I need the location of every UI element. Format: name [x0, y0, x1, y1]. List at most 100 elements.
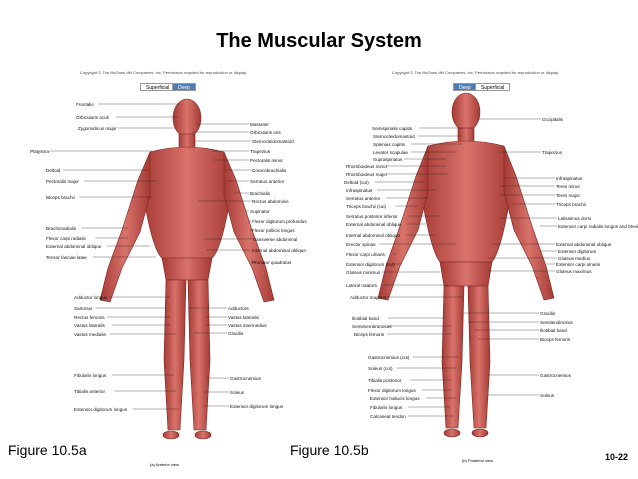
muscle-label: Coracobrachialis: [252, 167, 287, 173]
muscle-label: Trapezius: [250, 148, 270, 154]
muscle-label: Orbicularis oculi: [76, 114, 109, 120]
muscle-label: Internal abdominal oblique: [346, 232, 400, 238]
muscle-label: Tibialis anterior: [74, 388, 105, 394]
muscle-label: Latissimus dorsi: [558, 215, 591, 221]
muscle-label: Gluteus medius: [558, 255, 590, 261]
muscle-label: Occipitalis: [542, 116, 563, 122]
muscle-label: Gracilis: [540, 310, 556, 316]
muscle-label: Brachialis: [250, 190, 270, 196]
muscle-label: Extensor carpi ulnaris: [556, 261, 601, 267]
muscle-label: Semitendinosus: [540, 319, 573, 325]
muscle-label: Soleus: [540, 392, 555, 398]
muscle-label: Teres minor: [556, 183, 580, 189]
muscle-label: Pronator quadratus: [252, 259, 292, 265]
muscle-label: Gracilis: [228, 330, 244, 336]
muscle-label: Extensor digitorum longus: [74, 406, 128, 412]
muscle-label: Pectoralis minor: [250, 157, 283, 163]
muscle-label: Lateral rotators: [346, 282, 377, 288]
muscle-label: Rectus abdominis: [252, 198, 289, 204]
anterior-body-figure: [99, 98, 275, 440]
muscle-label: Deltoid: [46, 167, 61, 173]
muscle-label: Frontalis: [76, 101, 94, 107]
muscle-label: Adductors: [228, 305, 249, 311]
muscle-label: Biceps femoris: [540, 336, 571, 342]
muscle-label: Semimembranosus: [352, 323, 392, 329]
muscle-label: Flexor carpi radialis: [46, 235, 86, 241]
muscle-label: Gastrocnemius: [540, 372, 571, 378]
muscle-label: Brachioradialis: [46, 225, 77, 231]
muscle-label: Semispinalis capitis: [372, 125, 413, 131]
muscle-label: Orbicularis oris: [250, 129, 281, 135]
muscle-label: Iliotibial band: [540, 327, 567, 333]
muscle-label: Flexor carpi ulnaris: [346, 251, 385, 257]
muscle-label: Vastus medialis: [74, 331, 106, 337]
muscle-label: External abdominal oblique: [46, 243, 102, 249]
page-title: The Muscular System: [216, 30, 422, 52]
tab-superficial-posterior[interactable]: Superficial: [475, 83, 511, 91]
muscle-label: Extensor digitorum: [558, 248, 597, 254]
muscle-label: Deltoid (cut): [344, 179, 369, 185]
muscle-label: Triceps brachii: [556, 201, 586, 207]
muscle-label: Splenius capitis: [373, 141, 405, 147]
muscle-label: Serratus anterior: [346, 195, 381, 201]
muscle-label: Platysma: [30, 148, 49, 154]
muscle-label: External abdominal oblique: [346, 221, 402, 227]
muscle-label: Infraspinatus: [346, 187, 373, 193]
muscle-label: Zygomaticus major: [78, 125, 117, 131]
muscle-label: Trapezius: [542, 149, 562, 155]
muscle-label: Gastrocnemius (cut): [368, 354, 410, 360]
muscle-label: Gluteus minimus: [346, 269, 381, 275]
muscle-label: Erector spinae: [346, 241, 376, 247]
muscle-label: Masseter: [250, 121, 269, 127]
muscle-label: Extensor digitorum (cut): [346, 261, 395, 267]
muscle-label: Fibularis longus: [74, 372, 107, 378]
muscle-label: Sternocleidomastoid: [252, 138, 294, 144]
muscle-label: Fibularis longus: [370, 404, 403, 410]
muscle-label: Iliotibial band: [352, 315, 379, 321]
posterior-body-figure: [377, 92, 555, 438]
muscle-label: Supraspinatus: [373, 156, 403, 162]
muscle-label: Adductor longus: [74, 294, 108, 300]
muscle-label: Flexor digitorum profundus: [252, 218, 307, 224]
muscle-label: Soleus: [230, 389, 245, 395]
muscle-label: Serratus anterior: [250, 178, 285, 184]
muscle-label: Biceps femoris: [354, 331, 385, 337]
figure-label-b: Figure 10.5b: [290, 442, 369, 458]
muscle-label: Transverse abdominal: [252, 236, 298, 242]
muscle-label: Sartorius: [74, 305, 93, 311]
muscle-label: Extensor digitorum longus: [230, 403, 284, 409]
muscle-label: Gastrocnemius: [230, 375, 261, 381]
muscle-label: Soleus (cut): [368, 365, 393, 371]
muscle-label: Vastus intermedius: [228, 322, 267, 328]
tab-deep-anterior[interactable]: Deep: [172, 83, 196, 91]
muscle-label: External abdominal oblique: [556, 241, 612, 247]
muscle-label: Extensor carpi radialis longus and brevi…: [558, 223, 638, 229]
muscle-label: Flexor pollicis longus: [252, 227, 295, 233]
muscle-label: Vastus lateralis: [74, 322, 105, 328]
muscle-label: Teres major: [556, 192, 580, 198]
muscle-label: Internal abdominal oblique: [252, 247, 306, 253]
muscle-label: Adductor magnus: [350, 294, 387, 300]
muscle-label: Flexor digitorum longus: [368, 387, 416, 393]
figure-label-a: Figure 10.5a: [8, 442, 87, 458]
muscle-label: Biceps brachii: [46, 194, 75, 200]
page-number: 10-22: [604, 452, 628, 462]
muscle-label: Serratus posterior inferior: [346, 213, 398, 219]
copyright-right: Copyright © The McGraw-Hill Companies, I…: [392, 70, 559, 75]
muscle-label: Supinator: [250, 208, 270, 214]
muscle-label: Rectus femoris: [74, 314, 105, 320]
muscle-label: Calcaneal tendon: [370, 413, 406, 419]
muscle-label: Vastus lateralis: [228, 314, 259, 320]
muscle-label: Rhomboideus major: [346, 171, 388, 177]
muscle-label: Pectoralis major: [46, 178, 79, 184]
muscle-label: Tibialis posterior: [368, 377, 402, 383]
muscle-label: Gluteus maximus: [556, 268, 592, 274]
copyright-left: Copyright © The McGraw-Hill Companies, I…: [80, 70, 247, 75]
muscle-label: Rhomboideus minor: [346, 163, 388, 169]
muscle-label: Sternocleidomastoid: [373, 133, 415, 139]
muscle-label: Infraspinatus: [556, 175, 583, 181]
muscle-label: Tensor fasciae latae: [46, 254, 87, 260]
caption-posterior: (b) Posterior view: [462, 458, 494, 463]
